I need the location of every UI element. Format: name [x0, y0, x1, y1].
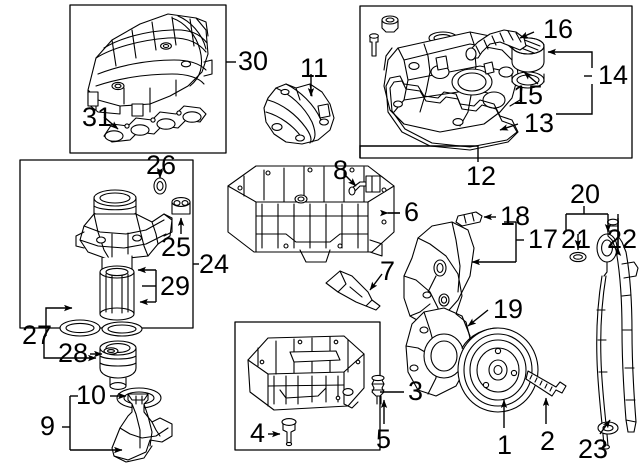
leader-lines: [43, 31, 622, 454]
intake-manifold-gasket-art: [103, 105, 207, 143]
callout-4: 4: [250, 418, 266, 448]
callout-19: 19: [493, 294, 524, 324]
timing-cover-art: [403, 211, 483, 397]
oil-filter-housing-art: [59, 177, 191, 390]
oil-pressure-sensor-art: [348, 175, 381, 196]
callout-13: 13: [524, 108, 555, 138]
callout-26: 26: [146, 150, 177, 180]
callout-24: 24: [199, 249, 230, 279]
callout-17: 17: [528, 224, 559, 254]
callout-12: 12: [466, 161, 497, 191]
callout-18: 18: [500, 201, 531, 231]
callout-7: 7: [380, 256, 396, 286]
callout-2: 2: [540, 426, 556, 456]
drain-plug-art: [281, 418, 297, 447]
callout-8: 8: [333, 155, 349, 185]
callout-3: 3: [408, 376, 424, 406]
callout-31: 31: [82, 102, 113, 132]
callout-5: 5: [376, 424, 392, 454]
callout-21: 21: [561, 224, 592, 254]
breather-hose-art: [465, 29, 527, 61]
callout-28: 28: [58, 338, 89, 368]
callout-29: 29: [160, 271, 191, 301]
callout-20: 20: [570, 179, 601, 209]
sealant-tube-art: [325, 270, 381, 311]
callout-14: 14: [598, 60, 629, 90]
crankshaft-pulley-art: [457, 327, 539, 413]
callout-16: 16: [543, 14, 574, 44]
valve-cover-gasket-art: [385, 75, 519, 151]
callout-27: 27: [22, 320, 53, 350]
callout-1: 1: [497, 430, 513, 460]
lower-oil-pan-art: [247, 335, 365, 411]
intake-adapter-art: [263, 83, 335, 145]
callout-9: 9: [40, 411, 56, 441]
callout-22: 22: [607, 224, 638, 254]
intake-manifold-art: [87, 13, 213, 117]
pulley-bolt-art: [525, 370, 567, 397]
valve-cover-art: [369, 15, 523, 133]
filter-cap-washer-art: [103, 347, 119, 355]
oil-pump-art: [111, 387, 173, 463]
callout-25: 25: [161, 232, 192, 262]
callout-30: 30: [238, 46, 269, 76]
callout-23: 23: [578, 434, 609, 464]
callout-11: 11: [300, 53, 329, 83]
callout-6: 6: [404, 197, 420, 227]
callout-15: 15: [513, 80, 544, 110]
callout-10: 10: [76, 380, 107, 410]
